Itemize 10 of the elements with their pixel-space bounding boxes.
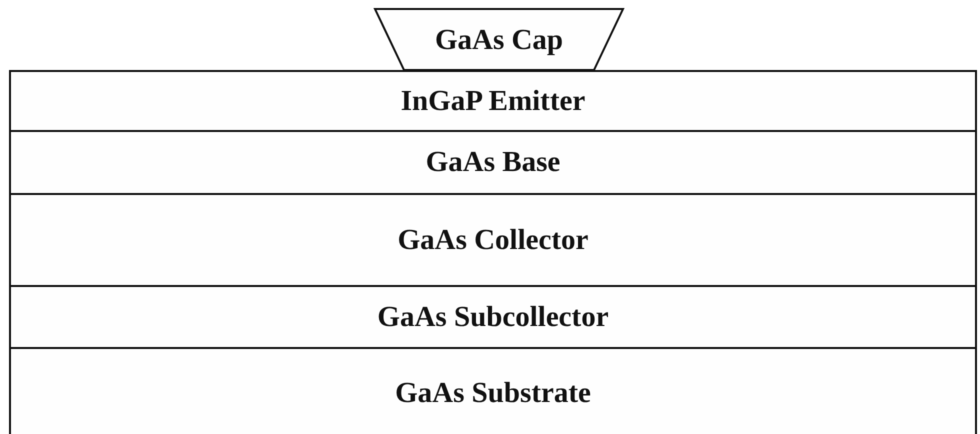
layer-label: GaAs Substrate — [395, 376, 591, 410]
semiconductor-layer — [9, 347, 977, 434]
layer-label: GaAs Subcollector — [377, 300, 609, 334]
semiconductor-layer — [9, 130, 977, 195]
layer-label: GaAs Collector — [398, 224, 588, 256]
layer-label: GaAs Cap — [434, 24, 564, 56]
layer-label: InGaP Emitter — [400, 84, 586, 118]
semiconductor-layer — [9, 285, 977, 349]
semiconductor-layer — [9, 193, 977, 287]
layer-label: GaAs Base — [426, 146, 560, 179]
